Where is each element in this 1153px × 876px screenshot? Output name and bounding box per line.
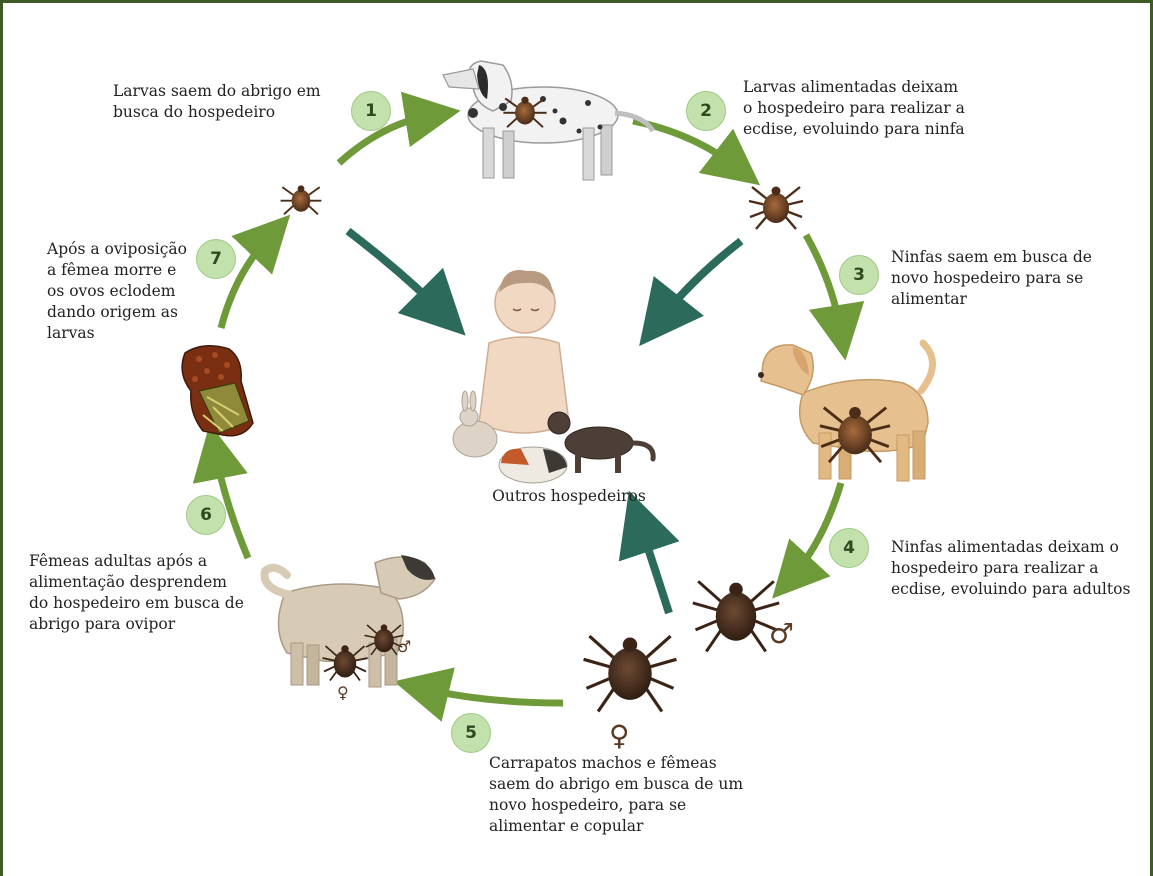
other-hosts-illustration: [453, 270, 653, 483]
male-symbol-dog: ♂: [397, 637, 411, 656]
female-symbol-dog: ♀: [337, 683, 349, 702]
step-badge-2: 2: [686, 91, 726, 131]
host-arrow-adult: [639, 521, 669, 613]
golden-dog-illustration: [758, 343, 933, 481]
step-2-text: Larvas alimentadas deixam o hospedeiro p…: [743, 77, 975, 140]
female-symbol-adult: ♀: [609, 719, 630, 752]
spotted-dog-illustration: [443, 61, 653, 180]
male-symbol-adult: ♂: [769, 617, 794, 650]
step-4-text: Ninfas alimentadas deixam o hospedeiro p…: [891, 537, 1145, 600]
life-cycle-diagram: [3, 3, 1150, 876]
adult-male-tick: [693, 581, 779, 651]
host-arrow-larva: [348, 231, 443, 313]
cycle-arrow-3: [806, 235, 841, 333]
step-badge-6: 6: [186, 495, 226, 535]
step-badge-4: 4: [829, 528, 869, 568]
cycle-arrow-5: [421, 688, 563, 703]
step-6-text: Fêmeas adultas após a alimentação despre…: [29, 551, 251, 635]
cycle-arrow-4: [791, 483, 841, 578]
step-badge-7: 7: [196, 239, 236, 279]
adult-female-tick: [584, 636, 677, 711]
step-1-text: Larvas saem do abrigo em busca do hosped…: [113, 81, 345, 123]
step-badge-3: 3: [839, 255, 879, 295]
step-5-text: Carrapatos machos e fêmeas saem do abrig…: [489, 753, 753, 837]
step-7-text: Após a oviposição a fêmea morre e os ovo…: [47, 239, 187, 344]
larva-tick: [281, 185, 322, 214]
host-arrow-nymph: [659, 241, 741, 321]
other-hosts-caption: Outros hospedeiros: [469, 487, 669, 505]
step-badge-5: 5: [451, 713, 491, 753]
nymph-tick: [749, 187, 803, 230]
egg-mass-illustration: [182, 346, 253, 436]
step-3-text: Ninfas saem em busca de novo hospedeiro …: [891, 247, 1123, 310]
step-badge-1: 1: [351, 91, 391, 131]
